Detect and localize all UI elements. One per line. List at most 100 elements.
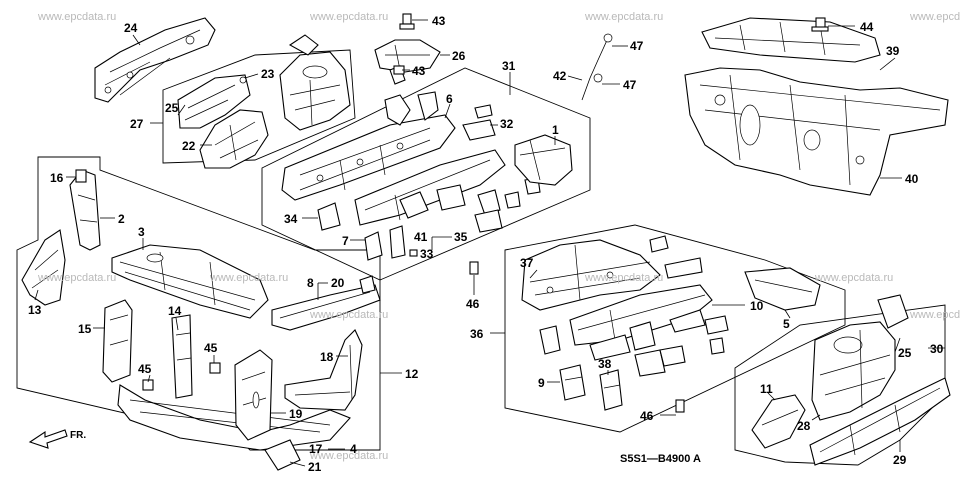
part-3 [111, 244, 269, 319]
callout-20: 20 [331, 276, 345, 290]
callout-25: 25 [898, 346, 912, 360]
callout-10: 10 [750, 299, 764, 313]
part-38 [599, 369, 623, 411]
watermark: www.epcdata.ru [585, 272, 664, 284]
callout-8: 8 [307, 276, 314, 290]
callout-34: 34 [284, 212, 298, 226]
part-7-33 [364, 225, 418, 261]
callout-3: 3 [138, 225, 145, 239]
watermark: www.epcdata.ru [310, 309, 389, 321]
callout-22: 22 [182, 139, 196, 153]
callout-19: 19 [289, 407, 303, 421]
front-direction-arrow: FR. [28, 429, 86, 449]
part-14 [171, 314, 193, 399]
watermark: www.epcdata.ru [310, 11, 389, 23]
part-46-bolt [469, 261, 685, 413]
part-40 [684, 67, 949, 196]
callout-39: 39 [886, 44, 900, 58]
part-28 [811, 321, 896, 421]
callout-36: 36 [470, 327, 484, 341]
part-42 [581, 33, 613, 101]
part-22 [199, 109, 269, 169]
watermark: www.epcdata.ru [210, 272, 289, 284]
part-15 [102, 299, 133, 383]
part-45-bolt [142, 362, 221, 391]
part-36-small-brackets [539, 235, 729, 377]
callout-13: 13 [28, 303, 42, 317]
part-19 [234, 349, 273, 441]
direction-label: FR. [70, 430, 86, 441]
callout-23: 23 [261, 67, 275, 81]
part-31-small-brackets [384, 91, 541, 233]
callout-1: 1 [552, 123, 559, 137]
callout-16: 16 [50, 171, 64, 185]
part-26 [374, 39, 441, 85]
part-25-30-bracket [877, 294, 909, 329]
callout-41: 41 [414, 230, 428, 244]
part-6 [281, 114, 456, 201]
diagram-code: S5S1—B4900 A [620, 453, 701, 465]
part-43-bolt [393, 13, 415, 75]
callout-25: 25 [165, 101, 179, 115]
callout-9: 9 [538, 376, 545, 390]
callout-42: 42 [553, 69, 567, 83]
part-29 [809, 377, 951, 466]
watermark: www.epcdata.ru [815, 272, 894, 284]
callouts: 24 43 26 43 23 25 27 22 31 [28, 14, 945, 474]
callout-15: 15 [78, 322, 92, 336]
callout-35: 35 [454, 230, 468, 244]
callout-30: 30 [930, 342, 944, 356]
group-box-27 [162, 49, 356, 164]
callout-17: 17 [309, 442, 323, 456]
callout-37: 37 [520, 256, 534, 270]
callout-45: 45 [138, 362, 152, 376]
part-23 [177, 74, 251, 129]
group-box-12 [16, 156, 381, 451]
callout-21: 21 [308, 460, 322, 474]
part-37 [521, 239, 661, 311]
part-44-bolt [811, 17, 829, 32]
part-10 [569, 284, 713, 346]
callout-44: 44 [860, 20, 874, 34]
callout-5: 5 [783, 317, 790, 331]
callout-26: 26 [452, 49, 466, 63]
watermark: www.epcdata.ru [38, 272, 117, 284]
callout-7: 7 [342, 234, 349, 248]
callout-43: 43 [412, 64, 426, 78]
callout-14: 14 [168, 304, 182, 318]
part-27-tower [279, 34, 351, 131]
watermark: www.epcdata.ru [38, 11, 117, 23]
watermark: www.epcdata.ru [310, 450, 389, 462]
callout-28: 28 [797, 419, 811, 433]
callout-27: 27 [130, 117, 144, 131]
part-2-16 [69, 169, 101, 251]
callout-47: 47 [623, 78, 637, 92]
part-34 [317, 202, 341, 231]
callout-43: 43 [432, 14, 446, 28]
part-13 [21, 229, 66, 306]
callout-11: 11 [760, 382, 773, 396]
callout-12: 12 [405, 367, 419, 381]
callout-45: 45 [204, 341, 218, 355]
callout-18: 18 [320, 350, 334, 364]
part-11 [751, 394, 806, 449]
watermark: www.epcdata.ru [910, 11, 960, 23]
group-box-36 [504, 224, 846, 433]
callout-4: 4 [350, 442, 357, 456]
part-4-lower-panel [117, 384, 351, 451]
callout-33: 33 [420, 247, 434, 261]
part-31-rail [354, 149, 506, 226]
part-9 [559, 364, 586, 401]
callout-46: 46 [466, 297, 480, 311]
callout-38: 38 [598, 357, 612, 371]
part-24 [94, 17, 216, 103]
callout-6: 6 [446, 92, 453, 106]
part-1 [514, 134, 573, 186]
callout-46: 46 [640, 409, 654, 423]
callout-31: 31 [502, 59, 516, 73]
group-box-31 [261, 67, 591, 281]
watermark: www.epcdata.ru [585, 11, 664, 23]
callout-29: 29 [893, 453, 907, 467]
